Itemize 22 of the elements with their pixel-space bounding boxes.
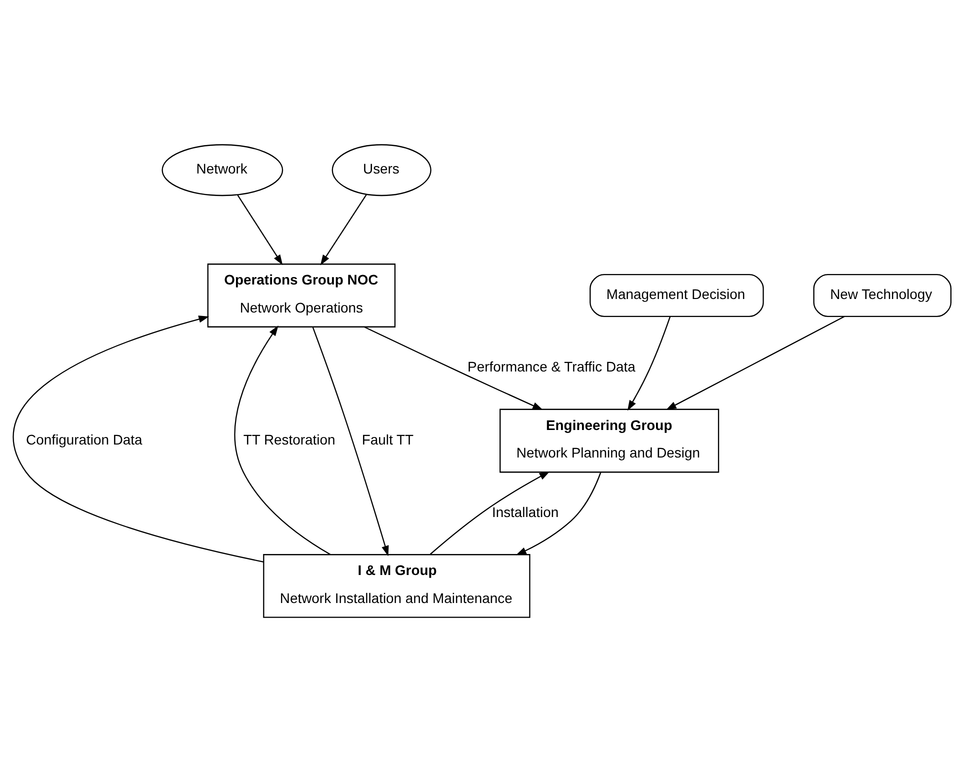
edge-label: Configuration Data [26,431,142,448]
arrow [666,316,845,410]
node-ellipse: Users [332,144,432,196]
edge-label: Installation [492,504,559,520]
node-box: Engineering Group Network Planning and Design [500,408,720,473]
arrow [430,471,550,555]
arrow [12,316,264,562]
arrow [234,325,331,556]
arrow [627,316,671,411]
node-box: Operations Group NOC Network Operations [207,264,396,328]
edge-label: Fault TT [362,431,414,448]
node-ellipse: Network [162,144,284,196]
node-box: I & M Group Network Installation and Maintenance [263,554,530,618]
edge-label: TT Restoration [243,431,336,448]
arrow [516,472,602,556]
node-box: New Technology [813,274,952,317]
arrow [312,326,389,556]
arrow [364,326,544,410]
edge-label: Performance & Traffic Data [468,358,636,375]
node-box: Management Decision [590,274,764,317]
arrow [320,194,367,266]
arrow [237,194,283,266]
